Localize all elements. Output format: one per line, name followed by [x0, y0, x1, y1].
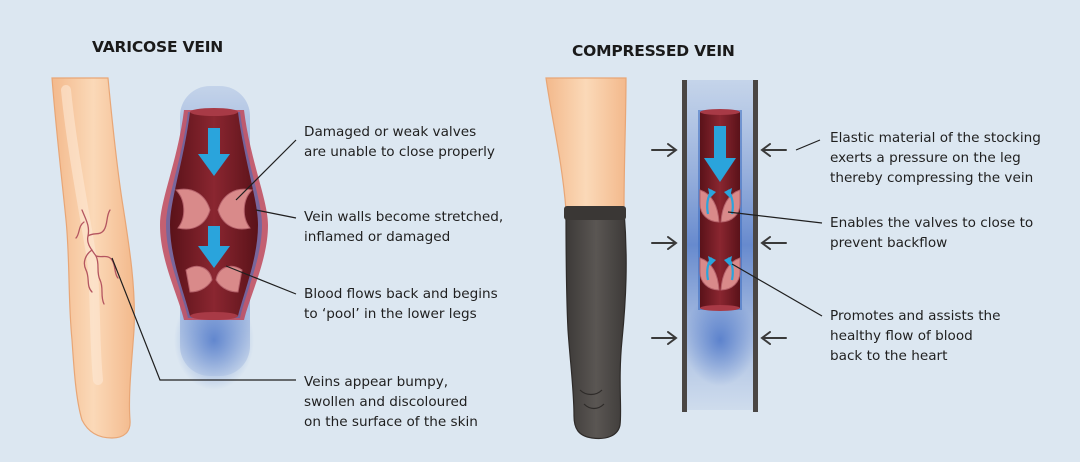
label-line: are unable to close properly	[304, 144, 495, 160]
label-line: swollen and discoloured	[304, 394, 468, 410]
backflow-arrow-icon	[198, 128, 230, 268]
label-line: thereby compressing the vein	[830, 170, 1034, 186]
label-line: Veins appear bumpy,	[304, 374, 449, 390]
label-damaged-valves: Damaged or weak valves are unable to clo…	[304, 122, 495, 162]
leader-lines	[111, 139, 823, 381]
varicose-veins-icon	[75, 209, 119, 305]
label-line: Enables the valves to close to	[830, 215, 1034, 231]
label-line: Vein walls become stretched,	[304, 209, 504, 225]
label-line: on the surface of the skin	[304, 414, 478, 430]
label-line: inflamed or damaged	[304, 229, 451, 245]
label-line: prevent backflow	[830, 235, 948, 251]
damaged-valve-icon	[175, 188, 253, 293]
varicose-vein-diagram	[160, 86, 268, 390]
label-elastic-material: Elastic material of the stocking exerts …	[830, 128, 1041, 188]
label-line: healthy flow of blood	[830, 328, 973, 344]
label-enables-valves: Enables the valves to close to prevent b…	[830, 213, 1033, 253]
compression-arrows-right	[760, 143, 787, 345]
label-line: Promotes and assists the	[830, 308, 1001, 324]
label-blood-flows: Blood flows back and begins to ‘pool’ in…	[304, 284, 498, 324]
label-veins-appear: Veins appear bumpy, swollen and discolou…	[304, 372, 478, 432]
closed-valve-icon	[699, 189, 741, 291]
label-line: to ‘pool’ in the lower legs	[304, 306, 477, 322]
label-promotes-flow: Promotes and assists the healthy flow of…	[830, 306, 1001, 366]
label-line: exerts a pressure on the leg	[830, 150, 1021, 166]
compressed-leg	[545, 77, 627, 440]
label-line: Damaged or weak valves	[304, 124, 477, 140]
downflow-arrow-icon	[704, 126, 736, 182]
varicose-leg	[51, 77, 135, 439]
title-compressed-vein: COMPRESSED VEIN	[572, 42, 735, 60]
label-vein-walls: Vein walls become stretched, inflamed or…	[304, 207, 503, 247]
label-line: back to the heart	[830, 348, 948, 364]
label-line: Blood flows back and begins	[304, 286, 498, 302]
compressed-vein-diagram	[682, 80, 758, 412]
compression-arrows-left	[651, 143, 678, 345]
title-varicose-vein: VARICOSE VEIN	[92, 38, 224, 56]
label-line: Elastic material of the stocking	[830, 130, 1041, 146]
